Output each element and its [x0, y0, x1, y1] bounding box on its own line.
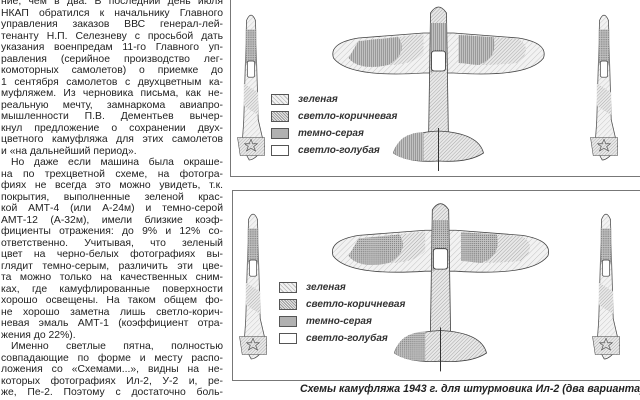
text-line: кой АМТ-4 (или А-24м) и темно-серой: [1, 203, 223, 214]
text-line: НКАП обратился к начальнику Главного: [1, 7, 223, 19]
camouflage-scheme-variant-1: зеленая светло-коричневая темно-серая светл…: [230, 0, 640, 177]
text-line: совпадающие по форме и месту распо-: [1, 352, 223, 364]
legend-item: темно-серая: [271, 125, 397, 142]
legend-swatch: [279, 282, 297, 293]
legend-item: зеленая: [279, 279, 405, 296]
side-view-left: [238, 213, 268, 360]
text-line: комоторных самолетов) о приемке до: [1, 65, 223, 76]
legend-swatch: [279, 333, 297, 344]
side-view-right: [591, 213, 621, 360]
text-line: Именно светлые пятна, полностью: [11, 341, 223, 352]
legend-swatch: [271, 145, 289, 156]
legend-label: зеленая: [298, 94, 338, 105]
text-line: ках, где камуфлированные поверхности: [1, 283, 223, 295]
legend-swatch: [271, 128, 289, 139]
text-line: ние, чем в два. В последний день июля: [1, 0, 223, 7]
legend-swatch: [271, 111, 289, 122]
legend-label: светло-голубая: [298, 145, 380, 156]
legend-item: светло-коричневая: [279, 296, 405, 313]
text-line: и «на дальнейший период».: [1, 145, 137, 157]
figure-caption: Схемы камуфляжа 1943 г. для штурмовика И…: [300, 383, 640, 395]
text-line: которых фотографиях Ил-2, У-2 и, ре-: [1, 375, 223, 387]
legend-swatch: [279, 299, 297, 310]
legend-item: светло-коричневая: [271, 108, 397, 125]
text-line: муфляжем. Из черновика письма, как не-: [1, 88, 223, 99]
text-line: цвет на черно-белых фотографиях вы-: [1, 249, 223, 260]
legend-label: светло-коричневая: [306, 299, 406, 310]
legend: зеленая светло-коричневая темно-серая светл…: [279, 279, 405, 347]
text-line: фициенты отражения: до 9% и 12% со-: [1, 226, 223, 237]
text-line: хорошо освещены. На таком общем фо-: [1, 295, 223, 306]
text-line: та можно только на качественных сним-: [1, 272, 223, 283]
text-line: на по трехцветной схеме, на фотогра-: [1, 168, 223, 180]
text-line: же, Пе-2. Поэтому с достаточно боль-: [1, 387, 223, 398]
text-line: ложения со «Схемами...», видны на не-: [1, 364, 223, 375]
text-line: Но даже если машина была окраше-: [11, 157, 223, 168]
text-line: невая эмаль АМТ-1 (коэффициент отра-: [1, 318, 223, 329]
text-line: покрытия, выполненные зеленой крас-: [1, 191, 223, 203]
legend: зеленая светло-коричневая темно-серая светл…: [271, 91, 397, 159]
text-line: мышленности П.В. Дементьев вычер-: [1, 111, 223, 122]
legend-swatch: [271, 94, 289, 105]
legend-label: темно-серая: [306, 316, 372, 327]
side-view-right: [590, 14, 618, 161]
text-line: кнул предложение о сохранении двух-: [1, 122, 223, 134]
side-view-left: [237, 14, 265, 161]
text-line: равления (серийное производство лег-: [1, 53, 223, 65]
legend-label: светло-коричневая: [298, 111, 398, 122]
text-line: тенанту Н.П. Селезневу с просьбой дать: [1, 30, 223, 42]
legend-label: светло-голубая: [306, 333, 388, 344]
text-line: фиях не всегда это можно увидеть, т.к.: [1, 180, 223, 191]
text-line: 1 сентября самолетов с двухцветным ка-: [1, 76, 223, 88]
text-line: реальную мечту, замнаркома авиапро-: [1, 99, 223, 111]
text-line: указания военпредам 11-го Главного уп-: [1, 42, 223, 53]
legend-label: темно-серая: [298, 128, 364, 139]
text-line: ответственно. Учитывая, что зеленый: [1, 237, 223, 249]
text-line: управления заказов ВВС генерал-лей-: [1, 19, 223, 30]
legend-item: светло-голубая: [279, 330, 405, 347]
legend-item: темно-серая: [279, 313, 405, 330]
legend-label: зеленая: [306, 282, 346, 293]
text-line: не хорошо заметна лишь светло-корич-: [1, 306, 223, 318]
legend-item: светло-голубая: [271, 142, 397, 159]
text-line: цветного камуфляжа для этих самолетов: [1, 134, 223, 145]
text-line: глядит темно-серым, различить эти цве-: [1, 260, 223, 272]
legend-swatch: [279, 316, 297, 327]
text-line: жения до 22%).: [1, 329, 76, 341]
camouflage-scheme-variant-2: зеленая светло-коричневая темно-серая светл…: [232, 190, 640, 381]
legend-item: зеленая: [271, 91, 397, 108]
text-line: АМТ-12 (А-32м), имели близкие коэф-: [1, 214, 223, 226]
